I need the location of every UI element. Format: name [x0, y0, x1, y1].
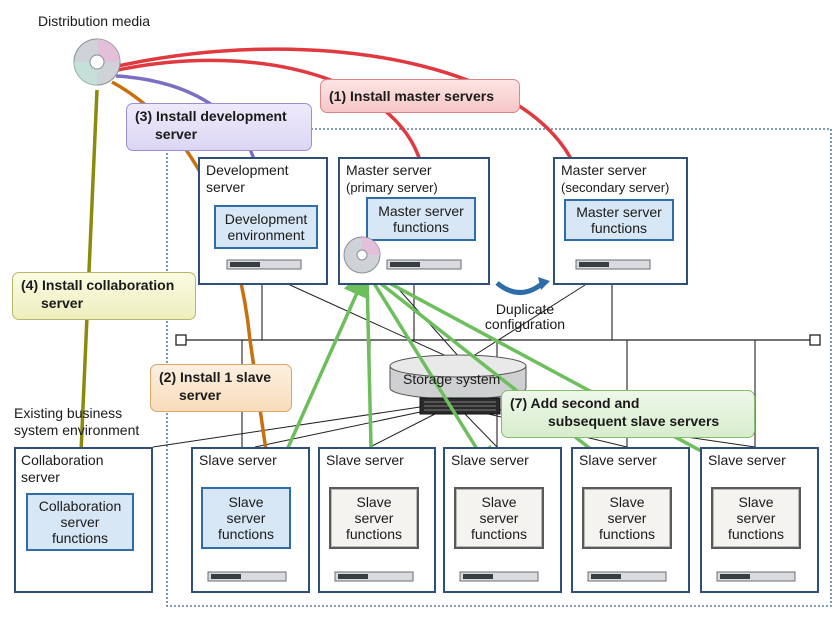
- bus-end-right: [809, 334, 821, 346]
- server-rack-icon: [575, 259, 651, 270]
- bus-end-left: [175, 334, 187, 346]
- server-rack-icon: [334, 571, 414, 582]
- master-server-primary: Master server(primary server) Master ser…: [338, 157, 490, 285]
- cluster-frame: [166, 128, 832, 607]
- storage-system-label: Storage system: [403, 371, 501, 387]
- callout-install-slave: (2) Install 1 slave server: [150, 364, 292, 412]
- callout-install-master: (1) Install master servers: [320, 79, 520, 113]
- server-rack-icon: [226, 259, 302, 270]
- callout-install-collaboration: (4) Install collaboration server: [12, 272, 196, 320]
- server-rack-icon: [587, 571, 667, 582]
- cd-icon: [73, 38, 121, 86]
- master-server-secondary: Master server(secondary server) Master s…: [553, 157, 688, 285]
- server-rack-icon: [207, 571, 287, 582]
- duplicate-arrow: [495, 281, 545, 295]
- server-rack-icon: [386, 259, 462, 270]
- callout-install-development: (3) Install development server: [126, 103, 312, 151]
- server-rack-icon: [716, 571, 796, 582]
- cd-icon: [343, 236, 381, 274]
- callout-add-slaves: (7) Add second and subsequent slave serv…: [501, 390, 755, 438]
- server-rack-icon: [459, 571, 539, 582]
- distribution-media-label: Distribution media: [38, 13, 151, 29]
